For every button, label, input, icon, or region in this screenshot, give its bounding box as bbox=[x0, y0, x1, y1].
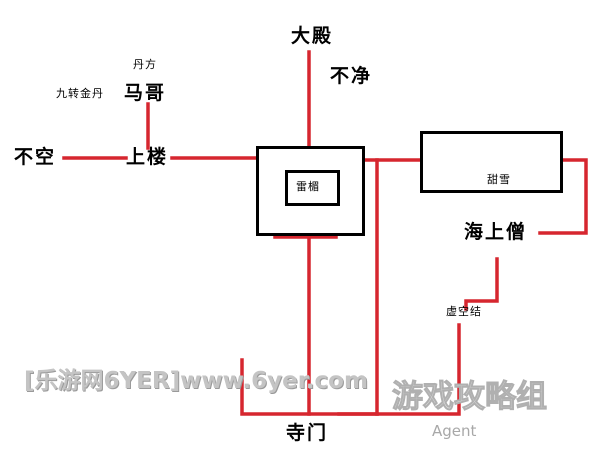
label-tianxue: 甜雪 bbox=[487, 173, 511, 186]
watermark-logo: 游戏攻略组 bbox=[392, 379, 548, 415]
label-xukongjie: 虚空结 bbox=[446, 305, 482, 318]
label-jiuzhuan: 九转金丹 bbox=[56, 87, 104, 100]
path-simen bbox=[240, 358, 379, 416]
label-leizhou: 雷楣 bbox=[296, 180, 320, 193]
label-danfang: 丹方 bbox=[133, 58, 157, 71]
label-simen: 寺门 bbox=[286, 422, 329, 444]
watermark-agent: Agent bbox=[432, 422, 477, 440]
label-haishangseng: 海上僧 bbox=[464, 221, 528, 243]
tianxue-room: 甜雪 bbox=[420, 131, 563, 193]
label-mage: 马哥 bbox=[124, 82, 167, 104]
label-dadian: 大殿 bbox=[291, 25, 334, 47]
leizhou-inner-room: 雷楣 bbox=[285, 170, 340, 206]
label-shanglou: 上楼 bbox=[126, 146, 169, 168]
label-bujing: 不净 bbox=[330, 65, 373, 87]
path-xukongjie bbox=[464, 257, 499, 311]
label-bukong: 不空 bbox=[14, 146, 57, 168]
path-xukongjie-lower bbox=[337, 323, 461, 416]
watermark-site: [乐游网6YER]www.6yer.com bbox=[24, 368, 368, 394]
path-haishangseng bbox=[538, 158, 588, 235]
